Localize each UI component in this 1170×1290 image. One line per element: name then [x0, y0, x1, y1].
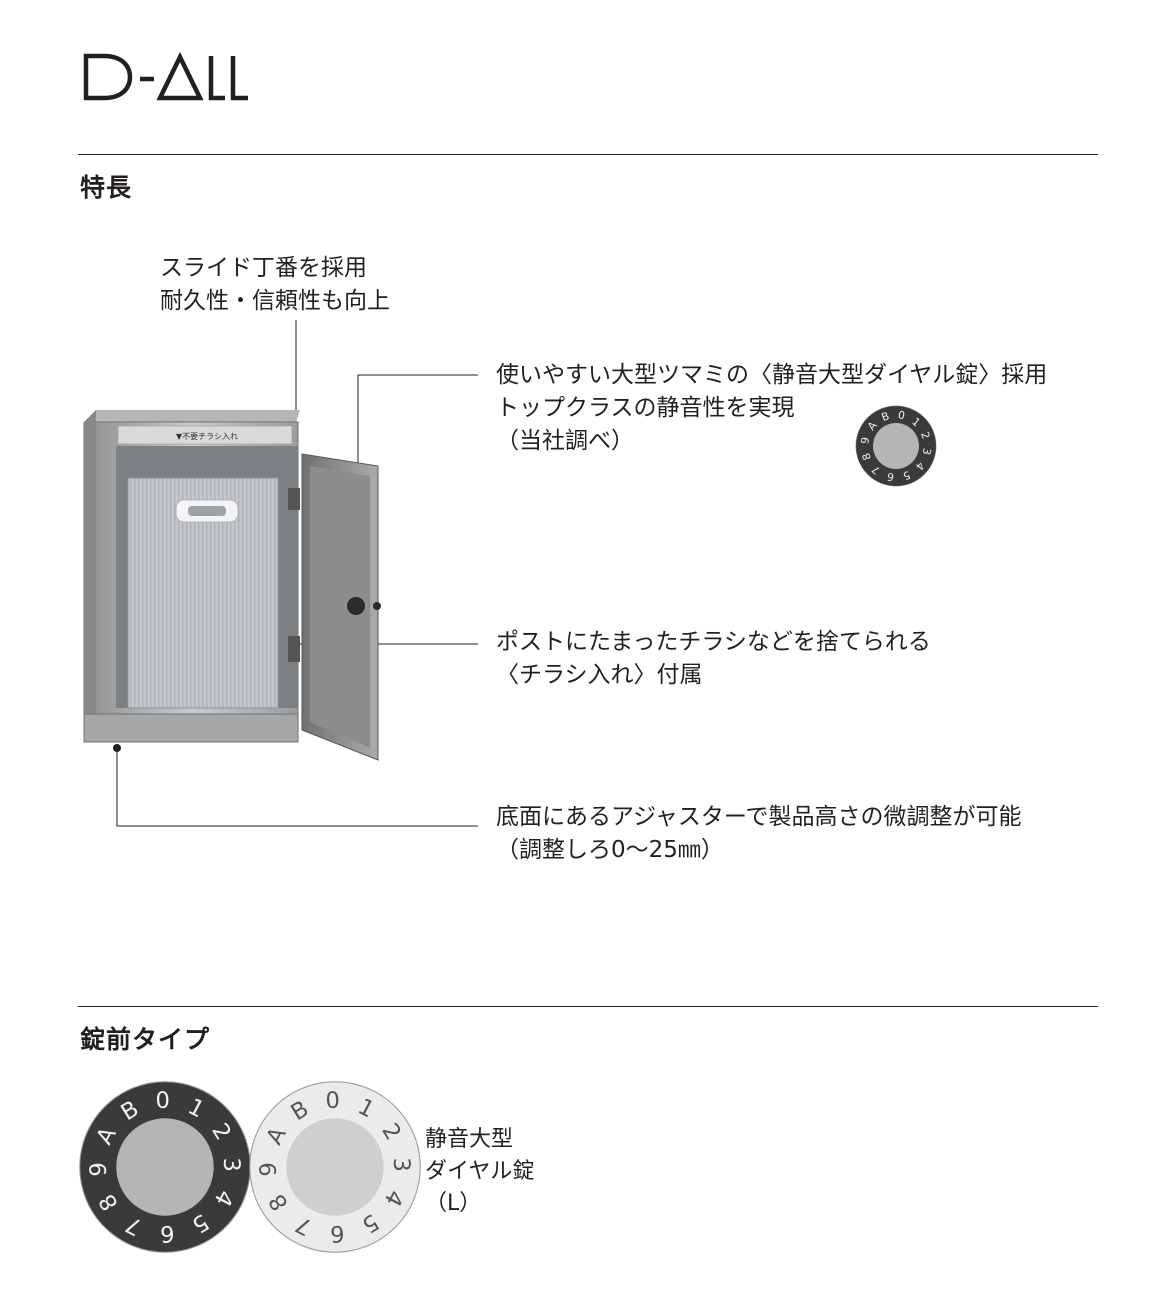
dial-digit: B — [880, 409, 891, 424]
flyer-box-label: ▼不要チラシ入れ — [176, 432, 238, 441]
callout-dial-lock: 使いやすい大型ツマミの〈静音大型ダイヤル錠〉採用 トップクラスの静音性を実現 （… — [496, 359, 1047, 458]
callout-line: スライド丁番を採用 — [160, 255, 367, 281]
callout-line: 〈チラシ入れ〉付属 — [496, 662, 703, 688]
dial-center — [873, 423, 919, 469]
callout-line: トップクラスの静音性を実現 — [496, 395, 795, 421]
callout-line: ポストにたまったチラシなどを捨てられる — [496, 629, 931, 655]
callout-line: （当社調べ） — [496, 428, 634, 454]
callout-flyer-box: ポストにたまったチラシなどを捨てられる 〈チラシ入れ〉付属 — [496, 626, 931, 692]
dial-digit: 8 — [859, 451, 874, 462]
dial-digit: 3 — [388, 1157, 414, 1172]
dial-digit: 0 — [155, 1088, 170, 1114]
dial-digit: 0 — [897, 408, 906, 422]
product-photo: ▼不要チラシ入れ — [78, 408, 398, 768]
caption-line: ダイヤル錠 — [425, 1159, 535, 1184]
dial-lock-caption: 静音大型 ダイヤル錠 （L） — [425, 1124, 534, 1220]
mailbox-illustration: ▼不要チラシ入れ — [83, 410, 381, 761]
dial-digit: 6 — [160, 1220, 175, 1246]
section-divider — [78, 1006, 1098, 1007]
dial-digit: 9 — [86, 1162, 112, 1177]
dial-digit: 0 — [325, 1088, 340, 1114]
callout-line: 使いやすい大型ツマミの〈静音大型ダイヤル錠〉採用 — [496, 362, 1048, 388]
dial-digit: 6 — [886, 470, 895, 484]
callout-hinge: スライド丁番を採用 耐久性・信頼性も向上 — [160, 252, 390, 318]
callout-line: 耐久性・信頼性も向上 — [160, 288, 390, 314]
dial-digit: 3 — [920, 447, 934, 456]
section-divider — [78, 154, 1098, 155]
dial-digit: 3 — [218, 1157, 244, 1172]
d-all-logo — [82, 51, 252, 104]
d-all-logo-mark — [83, 51, 248, 101]
dial-center — [286, 1118, 384, 1216]
caption-line: 静音大型 — [425, 1127, 514, 1152]
callout-line: （調整しろ0～25㎜） — [496, 837, 724, 863]
callout-adjuster: 底面にあるアジャスターで製品高さの微調整が可能 （調整しろ0～25㎜） — [496, 801, 1022, 867]
caption-line: （L） — [425, 1191, 482, 1216]
callout-line: 底面にあるアジャスターで製品高さの微調整が可能 — [496, 804, 1022, 830]
dial-center — [116, 1118, 214, 1216]
lock-types-heading: 錠前タイプ — [80, 1025, 211, 1054]
dial-digit: 5 — [901, 468, 912, 483]
dial-digit: 2 — [918, 430, 933, 441]
dial-digit: 9 — [858, 436, 872, 445]
dial-digit: 6 — [330, 1220, 345, 1246]
dial-digit: 9 — [256, 1162, 282, 1177]
features-heading: 特長 — [80, 173, 133, 202]
